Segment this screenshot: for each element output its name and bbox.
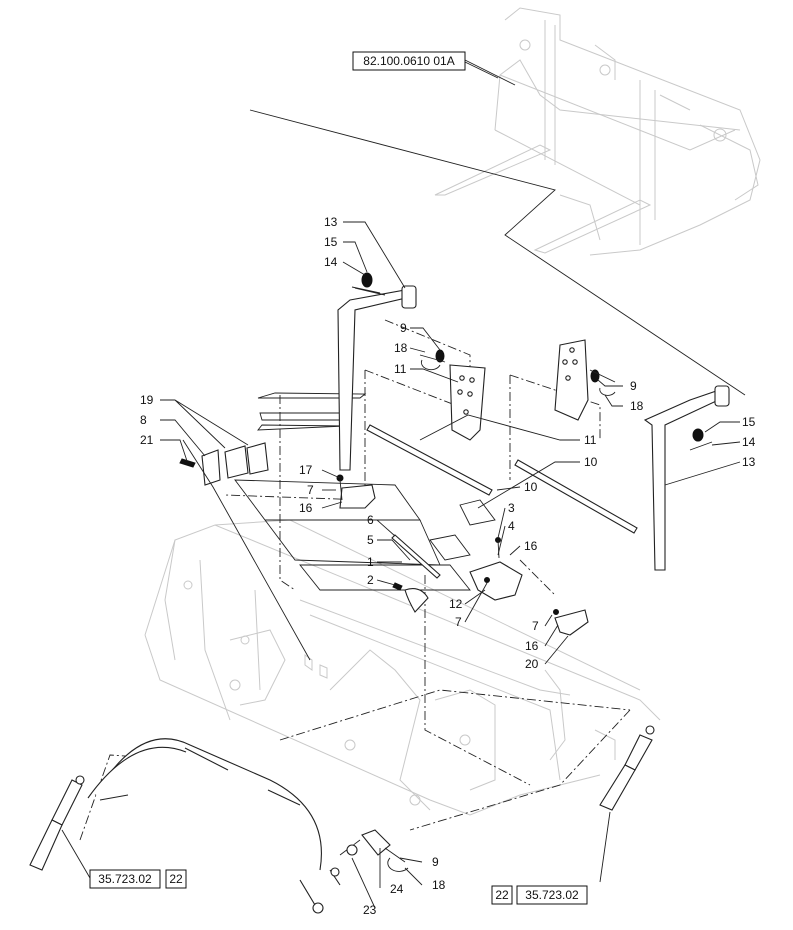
part-bottom-pin-assembly xyxy=(346,829,409,872)
reference-left-page: 22 xyxy=(169,872,183,886)
fork-frame-illustration xyxy=(434,7,761,256)
callout-8: 8 xyxy=(140,413,147,427)
callout-3: 3 xyxy=(508,501,515,515)
callout-17: 17 xyxy=(299,463,313,477)
reference-top-text: 82.100.0610 01A xyxy=(363,54,454,68)
callout-10: 10 xyxy=(584,455,598,469)
callout-12: 12 xyxy=(449,597,463,611)
reference-right-page: 22 xyxy=(495,888,509,902)
reference-box-right[interactable]: 22 35.723.02 xyxy=(491,885,588,905)
callout-23: 23 xyxy=(363,903,377,917)
part-9-18-upper-pins xyxy=(419,349,616,396)
pad-outlines xyxy=(234,392,496,591)
reference-box-top[interactable]: 82.100.0610 01A xyxy=(352,51,466,71)
callout-16: 16 xyxy=(524,539,538,553)
callout-6: 6 xyxy=(367,513,374,527)
callout-18: 18 xyxy=(432,878,446,892)
part-14-15-left-pin-spring xyxy=(351,272,381,294)
callout-7: 7 xyxy=(455,615,462,629)
callout-16: 16 xyxy=(299,501,313,515)
callout-9: 9 xyxy=(630,379,637,393)
part-10-shafts xyxy=(366,424,638,534)
part-13-left-rod xyxy=(337,285,417,471)
reference-right-text: 35.723.02 xyxy=(525,888,579,902)
reference-lines xyxy=(249,59,746,396)
callout-labels: 13 15 14 9 18 11 9 18 15 14 13 19 8 21 1… xyxy=(140,215,756,917)
hydraulic-cylinder-right xyxy=(599,725,655,811)
reference-left-text: 35.723.02 xyxy=(98,872,152,886)
hydraulic-hoses xyxy=(87,738,341,914)
part-14-15-right-pin-spring xyxy=(689,428,713,451)
bucket-illustration xyxy=(144,519,661,816)
callout-15: 15 xyxy=(324,235,338,249)
part-13-right-rod xyxy=(643,385,730,571)
part-8-19-pads xyxy=(179,442,269,486)
hydraulic-cylinder-left xyxy=(29,775,85,871)
callout-7: 7 xyxy=(532,619,539,633)
callout-7: 7 xyxy=(307,483,314,497)
callout-21: 21 xyxy=(140,433,154,447)
callout-10: 10 xyxy=(524,480,538,494)
callout-18: 18 xyxy=(630,399,644,413)
callout-24: 24 xyxy=(390,882,404,896)
callout-11: 11 xyxy=(584,433,597,447)
callout-19: 19 xyxy=(140,393,154,407)
callout-14: 14 xyxy=(324,255,338,269)
part-5-6-rods xyxy=(391,534,441,613)
callout-1: 1 xyxy=(367,555,374,569)
leader-lines xyxy=(61,61,741,909)
callout-5: 5 xyxy=(367,533,374,547)
reference-box-left[interactable]: 35.723.02 22 xyxy=(89,869,187,889)
callout-13: 13 xyxy=(324,215,338,229)
callout-18: 18 xyxy=(394,341,408,355)
callout-20: 20 xyxy=(525,657,539,671)
callout-9: 9 xyxy=(432,855,439,869)
part-lower-latch xyxy=(469,537,523,601)
part-20-lever xyxy=(553,609,589,636)
callout-11: 11 xyxy=(394,362,407,376)
callout-16: 16 xyxy=(525,639,539,653)
callout-14: 14 xyxy=(742,435,756,449)
callout-15: 15 xyxy=(742,415,756,429)
part-11-left-bracket xyxy=(449,364,486,441)
part-17-latch-block xyxy=(336,474,376,509)
callout-13: 13 xyxy=(742,455,756,469)
callout-9: 9 xyxy=(400,321,407,335)
callout-4: 4 xyxy=(508,519,515,533)
part-11-right-bracket xyxy=(554,339,589,421)
callout-2: 2 xyxy=(367,573,374,587)
